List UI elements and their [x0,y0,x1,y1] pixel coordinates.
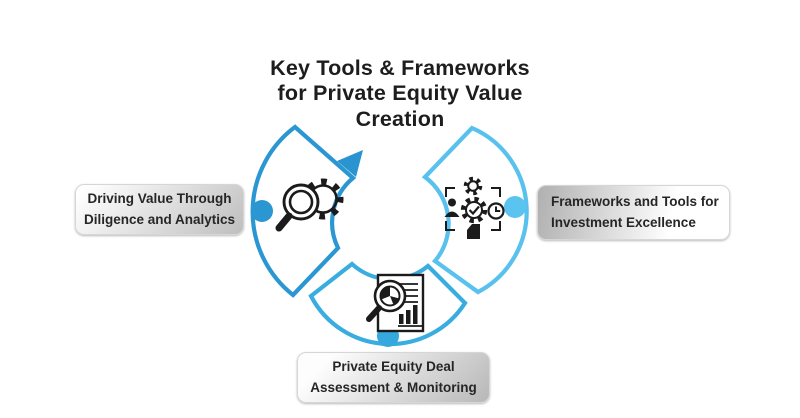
page-title: Key Tools & Frameworks for Private Equit… [270,56,530,131]
connector-dot-right [504,196,526,218]
flow-arrowhead-icon [337,150,363,177]
callout-deal-label: Private Equity Deal Assessment & Monitor… [310,358,477,395]
report-analysis-icon [366,273,425,333]
callout-frameworks-label: Frameworks and Tools for Investment Exce… [551,193,719,230]
callout-deal: Private Equity Deal Assessment & Monitor… [297,352,490,403]
magnifier-gear-icon [275,178,344,232]
callout-diligence-label: Driving Value Through Diligence and Anal… [83,190,236,227]
callout-diligence: Driving Value Through Diligence and Anal… [75,184,244,235]
connector-dot-left [251,200,273,222]
person-gear-clock-icon [444,176,505,239]
callout-frameworks: Frameworks and Tools for Investment Exce… [537,185,730,240]
